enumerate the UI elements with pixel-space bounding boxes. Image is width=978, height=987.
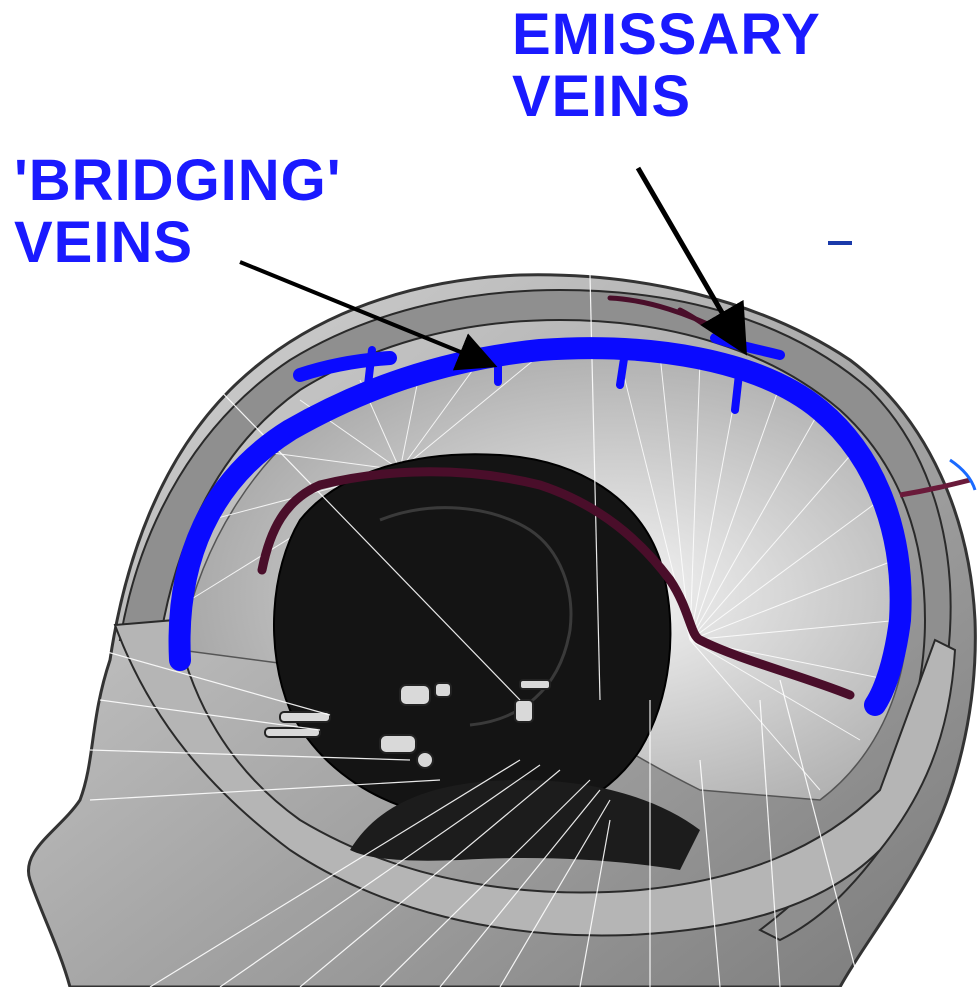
- bridging-label-line1: 'BRIDGING': [14, 150, 342, 212]
- emissary-label-line1: EMISSARY: [512, 4, 821, 66]
- emissary-label-line2: VEINS: [512, 66, 821, 128]
- bridging-veins-label: 'BRIDGING' VEINS: [14, 150, 342, 274]
- bridging-label-line2: VEINS: [14, 212, 342, 274]
- emissary-veins-label: EMISSARY VEINS: [512, 4, 821, 128]
